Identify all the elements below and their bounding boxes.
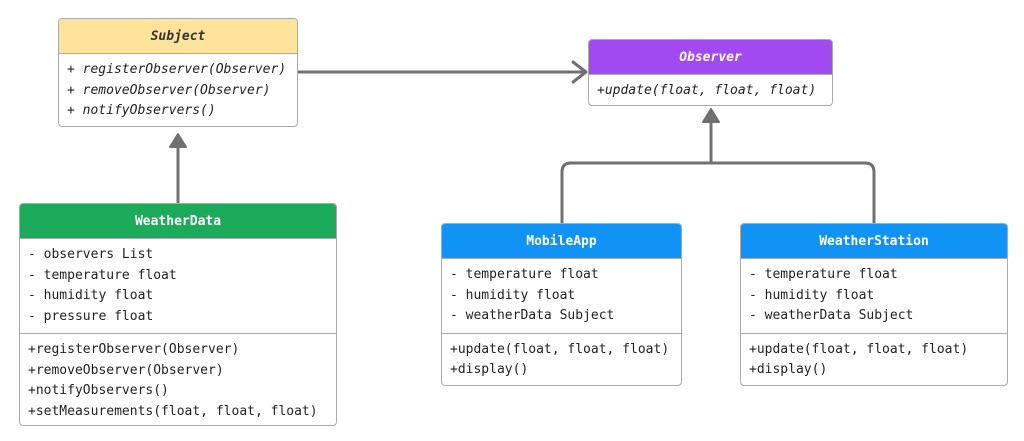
- attribute-row: - humidity float: [450, 287, 576, 303]
- attribute-row: - observers List: [28, 247, 154, 262]
- class-mobileapp-title: MobileApp: [442, 224, 681, 259]
- method-row: +notifyObservers(): [28, 383, 169, 398]
- class-mobileapp-methods: +update(float, float, float) +display(): [442, 332, 681, 386]
- class-mobileapp-attributes: - temperature float - humidity float - w…: [442, 259, 681, 333]
- method-row: +update(float, float, float): [597, 83, 817, 98]
- class-observer-title: Observer: [589, 40, 832, 75]
- class-weatherstation[interactable]: WeatherStation - temperature float - hum…: [740, 223, 1008, 386]
- attribute-row: - weatherData Subject: [450, 308, 615, 323]
- class-observer[interactable]: Observer +update(float, float, float): [588, 39, 833, 106]
- class-weatherstation-title: WeatherStation: [741, 224, 1007, 259]
- method-row: +setMeasurements(float, float, float): [28, 403, 318, 419]
- attribute-row: - weatherData Subject: [749, 308, 914, 323]
- class-mobileapp[interactable]: MobileApp - temperature float - humidity…: [441, 223, 682, 386]
- method-row: +update(float, float, float): [450, 341, 670, 357]
- method-row: +update(float, float, float): [749, 341, 969, 357]
- method-row: +display(): [450, 362, 529, 377]
- class-subject[interactable]: Subject + registerObserver(Observer) + r…: [58, 18, 298, 127]
- class-weatherstation-attributes: - temperature float - humidity float - w…: [741, 259, 1007, 333]
- edge-weatherstation-observer: [711, 161, 876, 223]
- attribute-row: - temperature float: [28, 267, 177, 283]
- method-row: + notifyObservers(): [67, 103, 216, 118]
- class-weatherdata-attributes: - observers List - temperature float - h…: [20, 239, 336, 333]
- method-row: +removeObserver(Observer): [28, 362, 224, 378]
- class-observer-methods: +update(float, float, float): [589, 75, 832, 105]
- class-subject-title: Subject: [59, 19, 297, 54]
- attribute-row: - temperature float: [450, 267, 599, 282]
- attribute-row: - temperature float: [749, 267, 898, 282]
- arrowhead-observer-left: [571, 60, 588, 84]
- arrowhead-observer-bottom: [702, 108, 720, 123]
- attribute-row: - humidity float: [749, 287, 875, 303]
- class-subject-methods: + registerObserver(Observer) + removeObs…: [59, 54, 297, 126]
- class-weatherdata-methods: +registerObserver(Observer) +removeObser…: [20, 333, 336, 425]
- class-weatherdata-title: WeatherData: [20, 204, 336, 239]
- method-row: + registerObserver(Observer): [67, 62, 287, 77]
- attribute-row: - humidity float: [28, 288, 154, 303]
- edge-mobileapp-observer: [560, 161, 711, 223]
- class-weatherstation-methods: +update(float, float, float) +display(): [741, 332, 1007, 386]
- class-weatherdata[interactable]: WeatherData - observers List - temperatu…: [19, 203, 337, 426]
- attribute-row: - pressure float: [28, 308, 154, 324]
- method-row: + removeObserver(Observer): [67, 82, 271, 98]
- method-row: +registerObserver(Observer): [28, 342, 240, 357]
- method-row: +display(): [749, 362, 828, 377]
- arrowhead-subject: [169, 133, 187, 148]
